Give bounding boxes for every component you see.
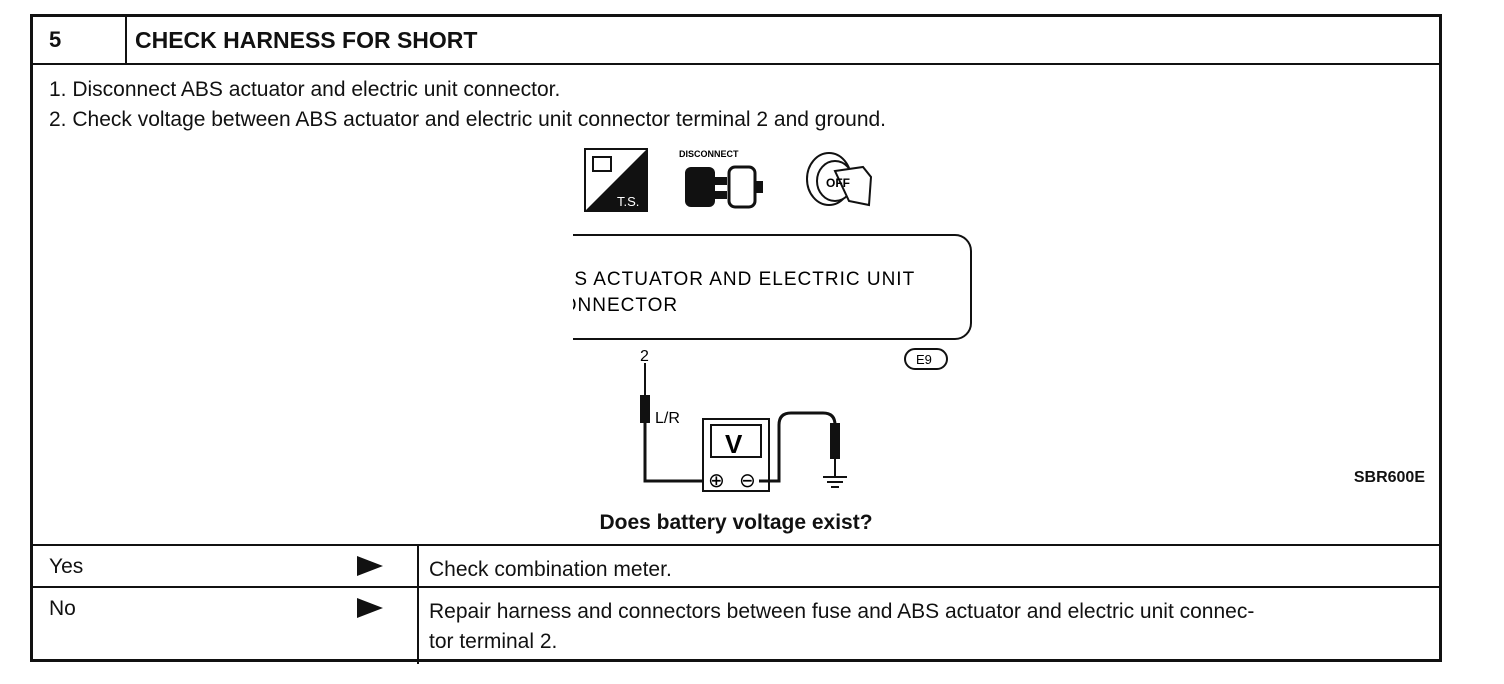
- instruction-item: 1. Disconnect ABS actuator and electric …: [49, 78, 561, 101]
- instruction-item: 2. Check voltage between ABS actuator an…: [49, 108, 887, 131]
- procedure-table: 5 CHECK HARNESS FOR SHORT 1. Disconnect …: [30, 14, 1442, 664]
- disconnect-connector-icon: DISCONNECT: [679, 149, 763, 209]
- step-number: 5: [33, 17, 127, 63]
- test-lead-positive: [640, 363, 721, 483]
- action-text: Repair harness and connectors between fu…: [429, 600, 1255, 653]
- negative-terminal: ⊖: [739, 468, 756, 492]
- play-arrow-icon: [357, 556, 383, 576]
- wire-color-label: L/R: [655, 410, 680, 427]
- result-row-yes: Yes Check combination meter.: [33, 544, 1439, 588]
- figure-reference-code: SBR600E: [1353, 469, 1425, 486]
- connector-id: E9: [916, 352, 932, 367]
- check-question: Does battery voltage exist?: [599, 511, 873, 534]
- tool-tester-icon: T.S.: [584, 148, 648, 212]
- instruction-list: 1. Disconnect ABS actuator and electric …: [49, 75, 886, 135]
- test-lead-negative: [759, 411, 840, 483]
- terminal-number: 2: [640, 348, 649, 365]
- ignition-off-icon: OFF: [806, 152, 873, 207]
- ignition-label: OFF: [826, 176, 850, 190]
- meter-label: V: [725, 429, 743, 459]
- table-header: 5 CHECK HARNESS FOR SHORT: [33, 17, 1439, 65]
- answer-label: No: [49, 597, 76, 620]
- tester-label: T.S.: [617, 194, 639, 209]
- connector-id-badge: E9: [904, 348, 948, 370]
- connector-box: ABS ACTUATOR AND ELECTRIC UNIT CONNECTOR: [573, 234, 972, 340]
- positive-terminal: ⊕: [708, 468, 725, 492]
- action-text: Check combination meter.: [429, 558, 672, 581]
- wiring-diagram: T.S. DISCONNECT OFF ABS ACTUATOR AND ELE…: [573, 148, 972, 492]
- connector-name-line1: ABS ACTUATOR AND ELECTRIC UNIT: [573, 269, 915, 290]
- play-arrow-icon: [357, 598, 383, 618]
- voltmeter: V ⊕ ⊖: [702, 418, 770, 492]
- step-title: CHECK HARNESS FOR SHORT: [135, 27, 478, 53]
- result-row-no: No Repair harness and connectors between…: [33, 586, 1439, 664]
- answer-label: Yes: [49, 555, 84, 578]
- connector-name-line2: CONNECTOR: [573, 295, 678, 316]
- column-divider: [417, 588, 419, 664]
- ground-icon: [823, 476, 847, 488]
- column-divider: [417, 546, 419, 588]
- disconnect-label: DISCONNECT: [679, 149, 739, 159]
